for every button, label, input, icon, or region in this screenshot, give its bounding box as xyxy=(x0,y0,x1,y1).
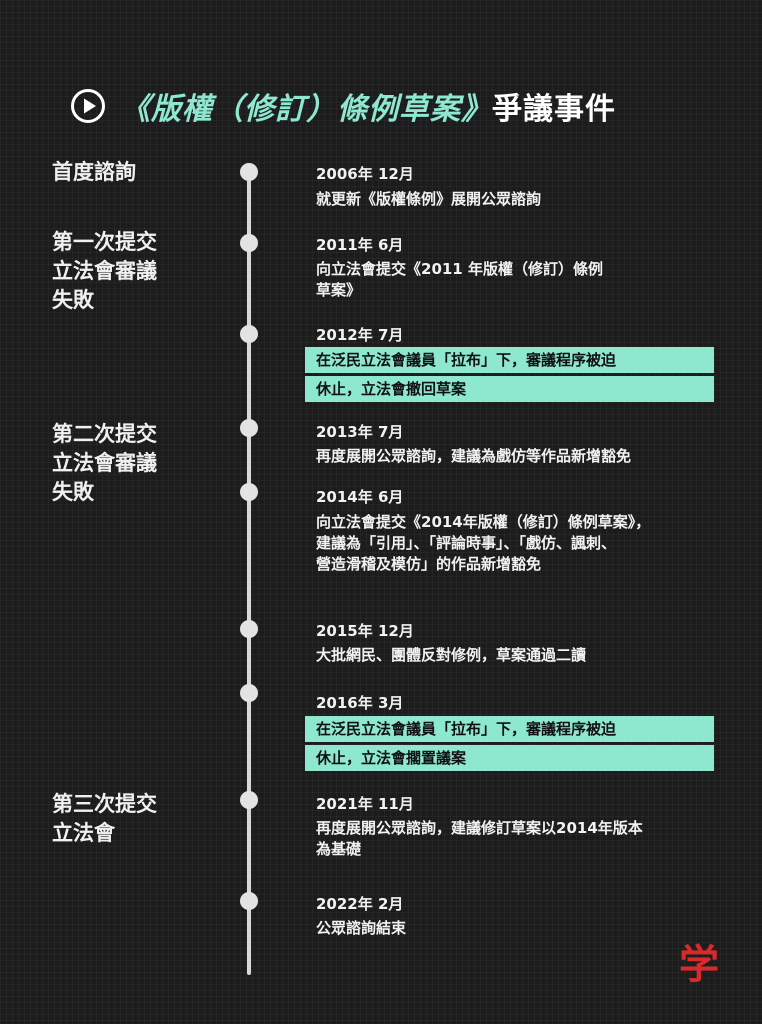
phase-label-line: 第三次提交 xyxy=(52,792,157,816)
phase-label-line: 失敗 xyxy=(52,480,94,504)
event-description: 向立法會提交《2011 年版權（修訂）條例 草案》 xyxy=(316,259,603,301)
phase-label-line: 立法會 xyxy=(52,821,115,845)
event-description-line: 建議為「引用」、「評論時事」、「戲仿、諷刺、 xyxy=(316,534,617,552)
phase-label-line: 立法會審議 xyxy=(52,451,157,475)
event-description: 大批網民、團體反對修例，草案通過二讀 xyxy=(316,645,586,666)
timeline-dot xyxy=(240,684,258,702)
play-circle-icon xyxy=(71,89,105,123)
event-description-line: 就更新《版權條例》展開公眾諮詢 xyxy=(316,190,542,208)
phase-label-second-submission: 第二次提交 立法會審議 失敗 xyxy=(52,420,157,507)
title-rest: 爭議事件 xyxy=(492,92,616,127)
event-description: 公眾諮詢結束 xyxy=(316,918,406,939)
event-description-line: 營造滑稽及模仿」的作品新增豁免 xyxy=(316,555,542,573)
phase-label-line: 立法會審議 xyxy=(52,259,157,283)
header: 《版權（修訂）條例草案》爭議事件 xyxy=(70,84,616,128)
timeline-dot xyxy=(240,483,258,501)
event-date: 2013年 7月 xyxy=(316,423,404,441)
event-date: 2011年 6月 xyxy=(316,236,404,254)
phase-label-line: 首度諮詢 xyxy=(52,160,136,184)
event-description: 再度展開公眾諮詢，建議為戲仿等作品新增豁免 xyxy=(316,446,631,467)
event-description-line: 再度展開公眾諮詢，建議修訂草案以2014年版本 xyxy=(316,819,643,837)
phase-label-line: 第二次提交 xyxy=(52,422,157,446)
phase-label-first-submission: 第一次提交 立法會審議 失敗 xyxy=(52,228,157,315)
event-description-line: 公眾諮詢結束 xyxy=(316,919,407,937)
phase-label-line: 第一次提交 xyxy=(52,230,157,254)
event-date: 2015年 12月 xyxy=(316,622,414,640)
page-title: 《版權（修訂）條例草案》爭議事件 xyxy=(120,84,616,128)
highlight-box: 休止，立法會擱置議案 xyxy=(305,745,714,771)
event-date: 2022年 2月 xyxy=(316,895,404,913)
timeline-dot xyxy=(240,892,258,910)
timeline-dot xyxy=(240,234,258,252)
title-highlight: 《版權（修訂）條例草案》 xyxy=(120,92,492,127)
event-description-line: 為基礎 xyxy=(316,840,362,858)
highlight-box: 在泛民立法會議員「拉布」下，審議程序被迫 xyxy=(305,347,714,373)
event-date: 2021年 11月 xyxy=(316,795,414,813)
phase-label-first-consultation: 首度諮詢 xyxy=(52,158,136,187)
event-description-line: 草案》 xyxy=(316,281,362,299)
highlight-box: 休止，立法會撤回草案 xyxy=(305,376,714,402)
event-description: 就更新《版權條例》展開公眾諮詢 xyxy=(316,189,541,210)
timeline-dot xyxy=(240,325,258,343)
highlight-box: 在泛民立法會議員「拉布」下，審議程序被迫 xyxy=(305,716,714,742)
timeline-dot xyxy=(240,163,258,181)
timeline-dot xyxy=(240,791,258,809)
event-description: 向立法會提交《2014年版權（修訂）條例草案》， 建議為「引用」、「評論時事」、… xyxy=(316,512,650,575)
phase-label-third-submission: 第三次提交 立法會 xyxy=(52,790,157,848)
brand-logo-icon: 学 xyxy=(679,941,719,988)
event-description-line: 向立法會提交《2014年版權（修訂）條例草案》， xyxy=(316,513,651,531)
event-description-line: 再度展開公眾諮詢，建議為戲仿等作品新增豁免 xyxy=(316,447,632,465)
timeline-line xyxy=(247,165,251,975)
event-date: 2014年 6月 xyxy=(316,488,404,506)
event-description-line: 向立法會提交《2011 年版權（修訂）條例 xyxy=(316,260,603,278)
event-description: 再度展開公眾諮詢，建議修訂草案以2014年版本 為基礎 xyxy=(316,818,643,860)
phase-label-line: 失敗 xyxy=(52,288,94,312)
event-date: 2006年 12月 xyxy=(316,165,414,183)
event-description-line: 大批網民、團體反對修例，草案通過二讀 xyxy=(316,646,587,664)
timeline-dot xyxy=(240,620,258,638)
timeline-dot xyxy=(240,419,258,437)
event-date: 2016年 3月 xyxy=(316,694,404,712)
event-date: 2012年 7月 xyxy=(316,326,404,344)
